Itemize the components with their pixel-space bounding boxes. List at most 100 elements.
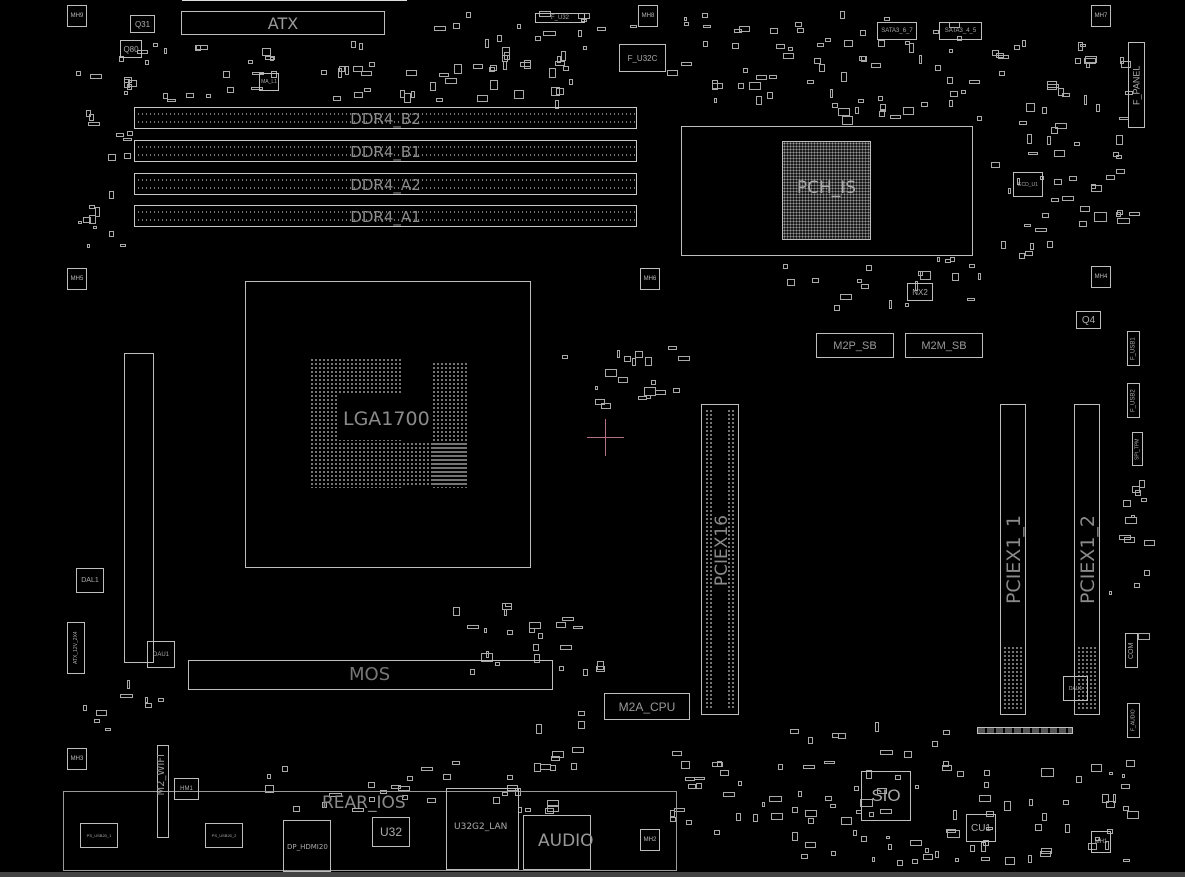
smd-pad [946,77,953,84]
smd-pad [932,29,939,35]
smd-pad [270,71,277,78]
spi-tpm-header[interactable]: SPI_TPM [1132,432,1143,466]
m2a-cpu-slot[interactable]: M2A_CPU [604,693,690,720]
sata-4-5-connector[interactable]: SATA3_4_5 [939,22,982,40]
smd-pad [1123,805,1129,811]
ma-l1[interactable]: MA_L1 [259,73,279,91]
dimm-slot-b2[interactable]: DDR4_B2 [134,107,637,129]
smd-pad [369,797,375,803]
smd-pad [888,843,892,850]
smd-pad [837,732,847,739]
smd-pad [752,813,758,823]
dimm-label: DDR4_B1 [350,143,421,161]
sata-6-7-connector[interactable]: SATA3_6_7 [877,22,917,40]
smd-pad [1118,535,1131,540]
dal1[interactable]: DAL1 [76,568,104,593]
smd-pad [469,668,476,676]
mounting-hole-mh5[interactable]: MH5 [67,268,87,290]
smd-pad [651,379,657,386]
smd-pad [879,809,892,815]
q80[interactable]: Q80 [120,40,142,58]
mounting-hole-mh7[interactable]: MH7 [1091,5,1111,27]
f-panel-header[interactable]: F_PANEL [1128,42,1145,128]
ecd-u1[interactable]: ECD_U1 [1013,172,1043,197]
smd-pad [1116,169,1125,175]
mounting-hole-mh4[interactable]: MH4 [1091,266,1111,288]
smd-pad [445,77,458,84]
u32-port[interactable]: U32 [372,817,410,847]
smd-pad [840,72,848,82]
smd-pad [551,86,560,97]
smd-pad [547,800,560,806]
smd-pad [814,58,821,65]
smd-pad [983,781,989,788]
smd-pad [321,801,327,809]
smd-pad [93,225,97,230]
pin-grid [1003,646,1023,711]
usb20-port-1[interactable]: PS_USB20_1 [80,823,118,848]
audio-jack[interactable]: AUDIO [523,815,594,870]
mounting-hole-mh6[interactable]: MH6 [640,268,660,290]
f-audio-header[interactable]: F_AUDIO [1127,703,1140,738]
mounting-hole-mh1[interactable]: MH1 [1091,831,1111,853]
smd-pad [996,52,1005,58]
dau1-right[interactable]: DAU1 [1063,676,1088,701]
nx2[interactable]: NX2 [907,283,933,301]
com-header[interactable]: COM [1125,633,1138,668]
smd-pad [825,795,833,802]
atx-connector[interactable]: ATX [181,11,385,35]
dau1-left[interactable]: DAU1 [147,641,175,668]
q31[interactable]: Q31 [130,15,155,33]
usb20-port-2[interactable]: PS_USB20_2 [205,823,243,848]
dp-hdmi-port[interactable]: DP_HDMI20 [283,820,331,872]
dimm-slot-a2[interactable]: DDR4_A2 [134,173,637,195]
f-u32-header[interactable]: F_U32 [535,13,585,23]
smd-pad [539,11,551,18]
smd-pad [503,51,511,61]
f-usb2-header[interactable]: F_USB2 [1127,383,1140,418]
smd-pad [1041,106,1048,115]
dimm-slot-b1[interactable]: DDR4_B1 [134,140,637,162]
smd-pad [797,28,804,34]
smd-pad [868,812,874,818]
q4[interactable]: Q4 [1076,311,1101,329]
cpu-socket[interactable]: LGA1700 [245,281,531,568]
pciex1-2-label: PCIEX1_2 [1077,515,1099,605]
smd-pad [770,28,779,34]
cu1[interactable]: CU1 [966,814,996,842]
f-usb1-header[interactable]: F_USB1 [1127,331,1140,366]
m2p-sb-slot[interactable]: M2P_SB [816,333,894,358]
mounting-hole-mh3[interactable]: MH3 [67,748,87,770]
dimm-label: DDR4_B2 [350,110,421,128]
pciex1-1-slot[interactable]: PCIEX1_1 [1000,404,1026,715]
pciex1-2-slot[interactable]: PCIEX1_2 [1074,404,1100,715]
mounting-hole-mh2[interactable]: MH2 [640,829,660,851]
m2m-sb-slot[interactable]: M2M_SB [905,333,983,358]
smd-pad [876,788,887,795]
smd-pad [716,760,722,767]
mounting-hole-mh9[interactable]: MH9 [67,5,87,27]
smd-pad [1042,212,1050,218]
smd-pad [782,52,794,59]
smd-pad [800,854,808,859]
smd-pad [687,783,697,789]
smd-pad [804,841,817,848]
hm1[interactable]: HM1 [174,778,199,800]
atx-12v-connector[interactable]: ATX_12V_2X4 [67,622,85,674]
smd-pad [88,114,95,121]
u32g2-lan-port[interactable]: U32G2_LAN [446,788,519,870]
smd-pad [808,818,814,824]
mounting-hole-mh8[interactable]: MH8 [638,5,658,27]
m2-wifi-slot[interactable]: M2_WIFI [156,745,169,838]
pch-chip[interactable]: PCH_IS [782,141,871,240]
smd-pad [844,40,853,47]
f-u32c-header[interactable]: F_U32C [619,44,666,72]
smd-pad [596,661,604,670]
dimm-slot-a1[interactable]: DDR4_A1 [134,205,637,227]
pciex16-slot[interactable]: PCIEX16 [701,404,739,715]
smd-pad [571,746,585,753]
smd-pad [952,273,959,282]
smd-pad [108,230,114,237]
sio-chip[interactable]: SIO [861,771,911,821]
